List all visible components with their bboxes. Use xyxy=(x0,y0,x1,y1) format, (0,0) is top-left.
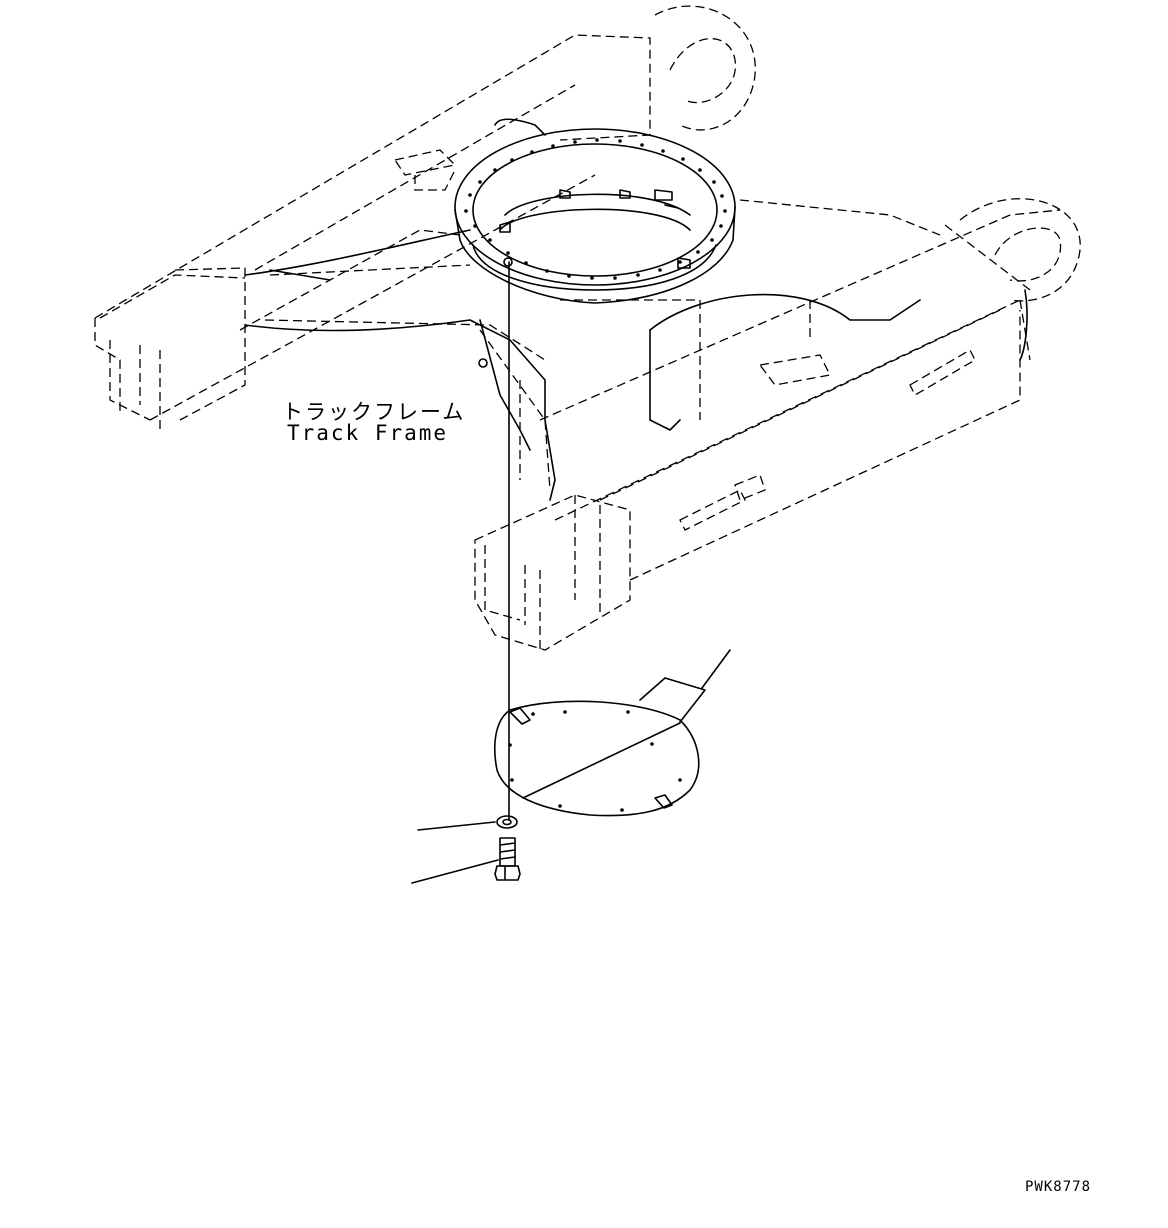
track-frame-solid xyxy=(244,118,1028,501)
cover-plate xyxy=(494,649,731,817)
track-frame-outline xyxy=(94,5,1081,651)
drawing-code: PWK8778 xyxy=(1025,1179,1092,1195)
washer xyxy=(417,815,518,831)
bolt xyxy=(411,837,521,884)
track-frame-label-en: Track Frame xyxy=(287,421,449,445)
track-frame-label-jp: トラックフレーム xyxy=(282,400,466,424)
swing-circle-ring xyxy=(454,128,736,368)
